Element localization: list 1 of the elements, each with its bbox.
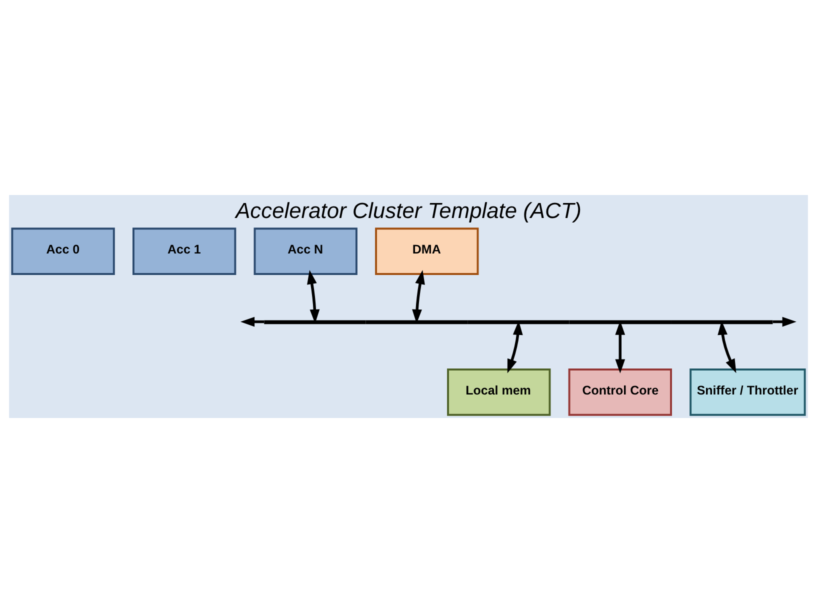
diagram-title: Accelerator Cluster Template (ACT)	[236, 198, 582, 224]
